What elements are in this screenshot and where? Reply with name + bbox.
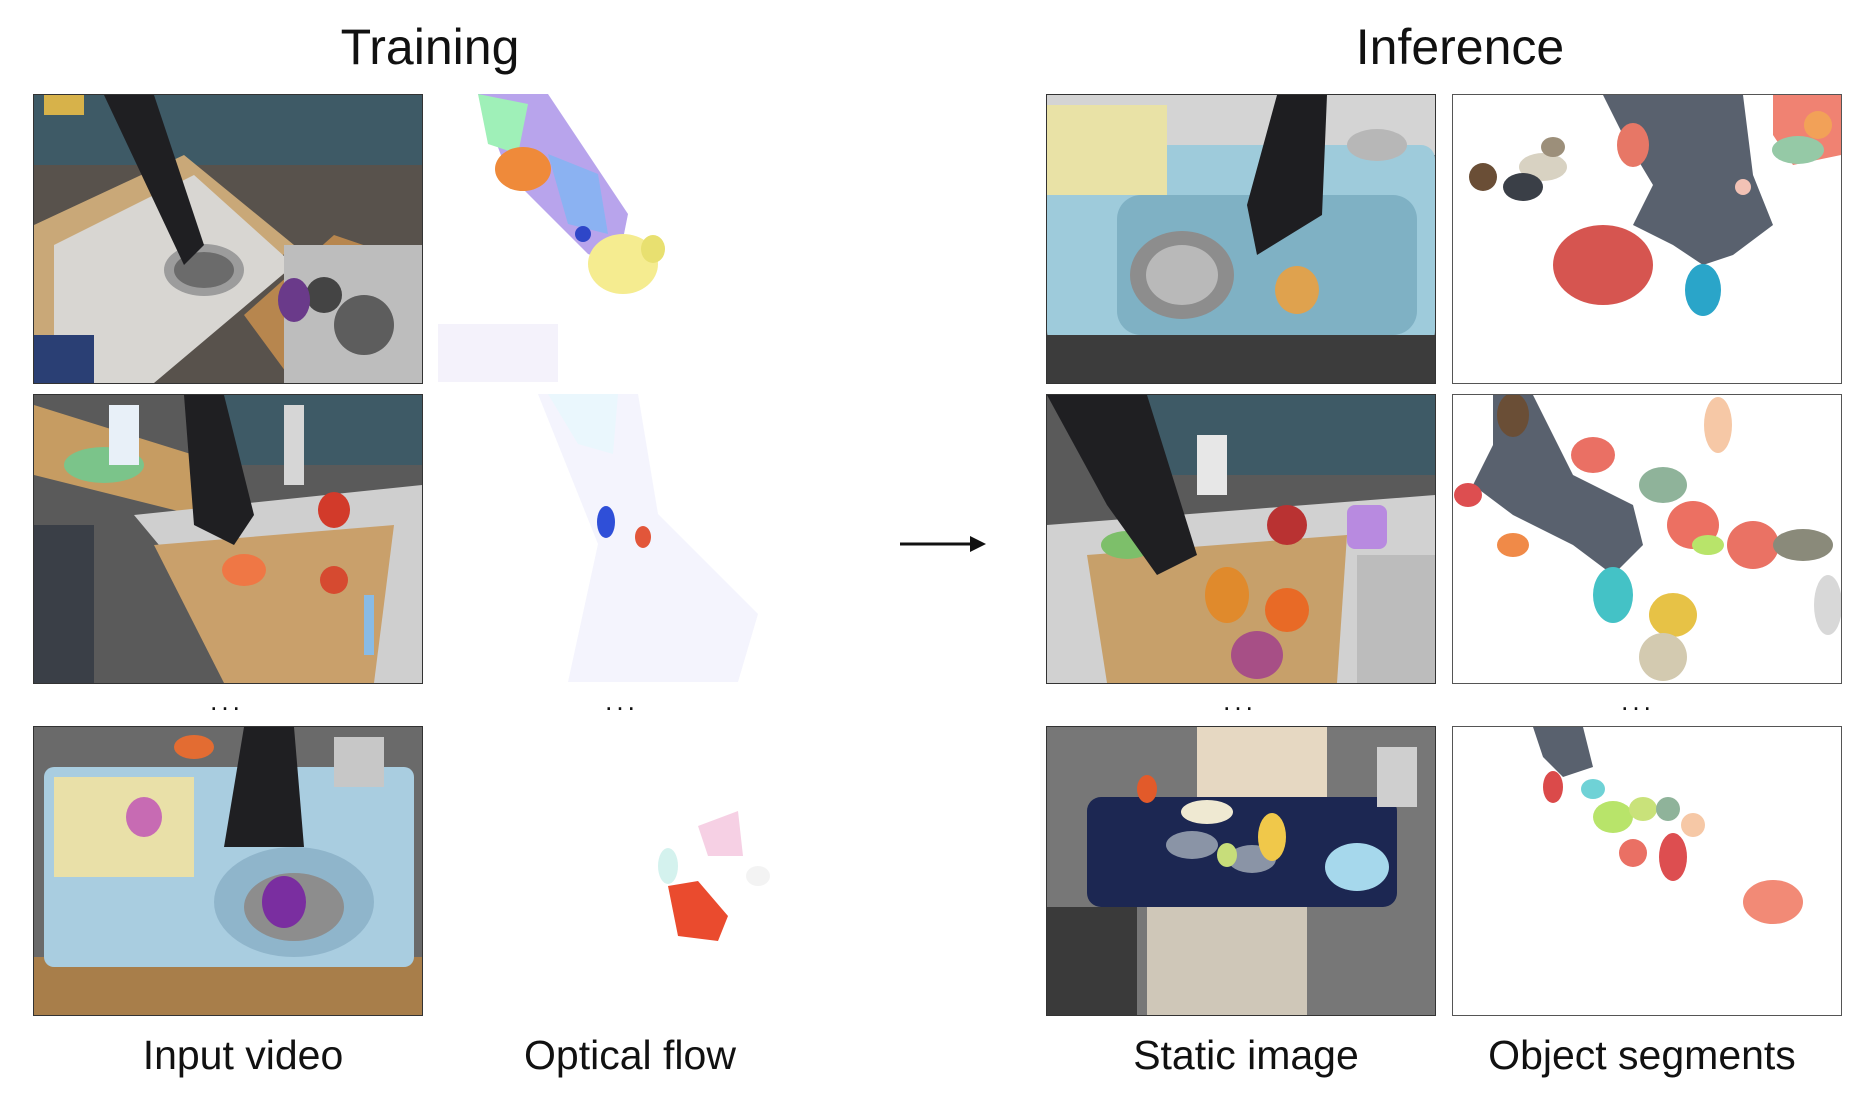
optical-flow-frame-3 (438, 726, 826, 1014)
optical-flow-frame-2 (438, 394, 826, 682)
static-image-3 (1046, 726, 1436, 1016)
inference-title: Inference (1355, 19, 1565, 75)
caption-input-video: Input video (142, 1032, 344, 1078)
object-segments-1 (1452, 94, 1842, 384)
ellipsis-static-image: ... (1223, 686, 1257, 716)
object-segments-2 (1452, 394, 1842, 684)
training-title: Training (340, 19, 520, 75)
ellipsis-input-video: ... (210, 686, 244, 716)
ellipsis-optical-flow: ... (605, 686, 639, 716)
input-video-frame-1 (33, 94, 423, 384)
optical-flow-frame-1 (438, 94, 826, 382)
ellipsis-object-segments: ... (1621, 686, 1655, 716)
caption-static-image: Static image (1133, 1032, 1359, 1078)
static-image-2 (1046, 394, 1436, 684)
input-video-frame-2 (33, 394, 423, 684)
caption-object-segments: Object segments (1488, 1032, 1796, 1078)
static-image-1 (1046, 94, 1436, 384)
input-video-frame-3 (33, 726, 423, 1016)
arrow-right-icon (900, 536, 986, 552)
caption-optical-flow: Optical flow (524, 1032, 736, 1078)
object-segments-3 (1452, 726, 1842, 1016)
